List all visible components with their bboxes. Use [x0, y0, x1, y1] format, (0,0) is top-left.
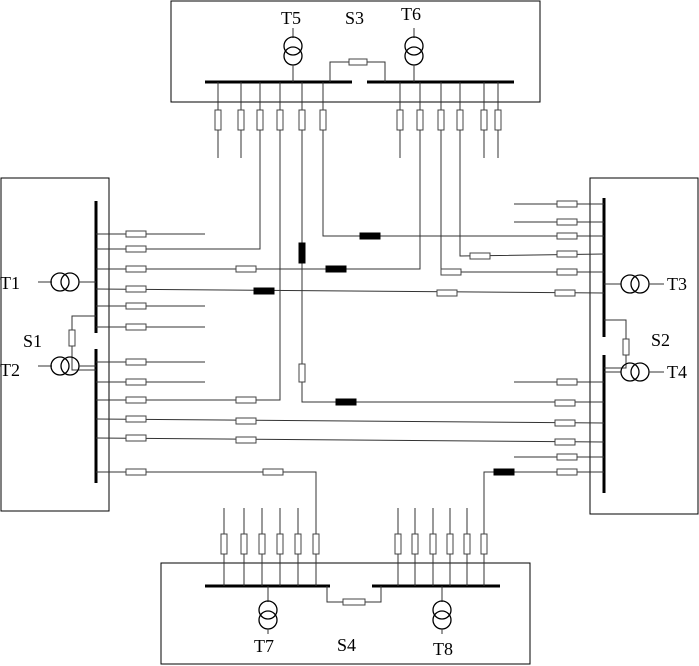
transformer-t4-symbol [604, 362, 664, 382]
s4-coupler-switch [342, 598, 366, 606]
station-s1-label: S1 [23, 331, 42, 351]
transformer-t3-label: T3 [667, 274, 687, 294]
substation-s4-enclosure [160, 562, 531, 665]
transformer-t1-symbol [38, 272, 96, 292]
s1-local-feeders [96, 230, 205, 386]
transformer-t6-symbol [404, 28, 424, 82]
substation-s1-enclosure [0, 177, 110, 512]
s2-coupler-switch [622, 338, 630, 356]
bus-bars [94, 80, 606, 588]
transformer-t3-symbol [604, 274, 664, 294]
substation-s2-enclosure [589, 177, 699, 515]
transformer-t2-label: T2 [0, 360, 20, 380]
transformer-t7-label: T7 [254, 636, 274, 656]
substation-s3-enclosure [170, 0, 541, 103]
transformer-t4-label: T4 [667, 362, 687, 382]
transformer-t5-symbol [283, 28, 303, 82]
transformer-t8-symbol [432, 586, 452, 634]
transformer-t2-symbol [38, 356, 96, 376]
bus-couplers [68, 58, 630, 606]
s4-local-feeders [220, 508, 471, 586]
s3-coupler-switch [348, 58, 368, 66]
transformer-t1-label: T1 [0, 273, 20, 293]
interconnecting-lines [95, 82, 605, 586]
transformer-t5-label: T5 [281, 8, 301, 28]
transformer-t7-symbol [258, 586, 278, 634]
station-s4-label: S4 [337, 635, 356, 655]
transformer-t6-label: T6 [401, 4, 421, 24]
transformer-t8-label: T8 [433, 639, 453, 659]
station-s3-label: S3 [345, 8, 364, 28]
s1-coupler-line [71, 315, 96, 371]
station-s2-label: S2 [651, 330, 670, 350]
s2-local-feeders [514, 200, 604, 461]
s3-local-feeders [214, 82, 502, 158]
s1-coupler-switch [68, 329, 76, 347]
